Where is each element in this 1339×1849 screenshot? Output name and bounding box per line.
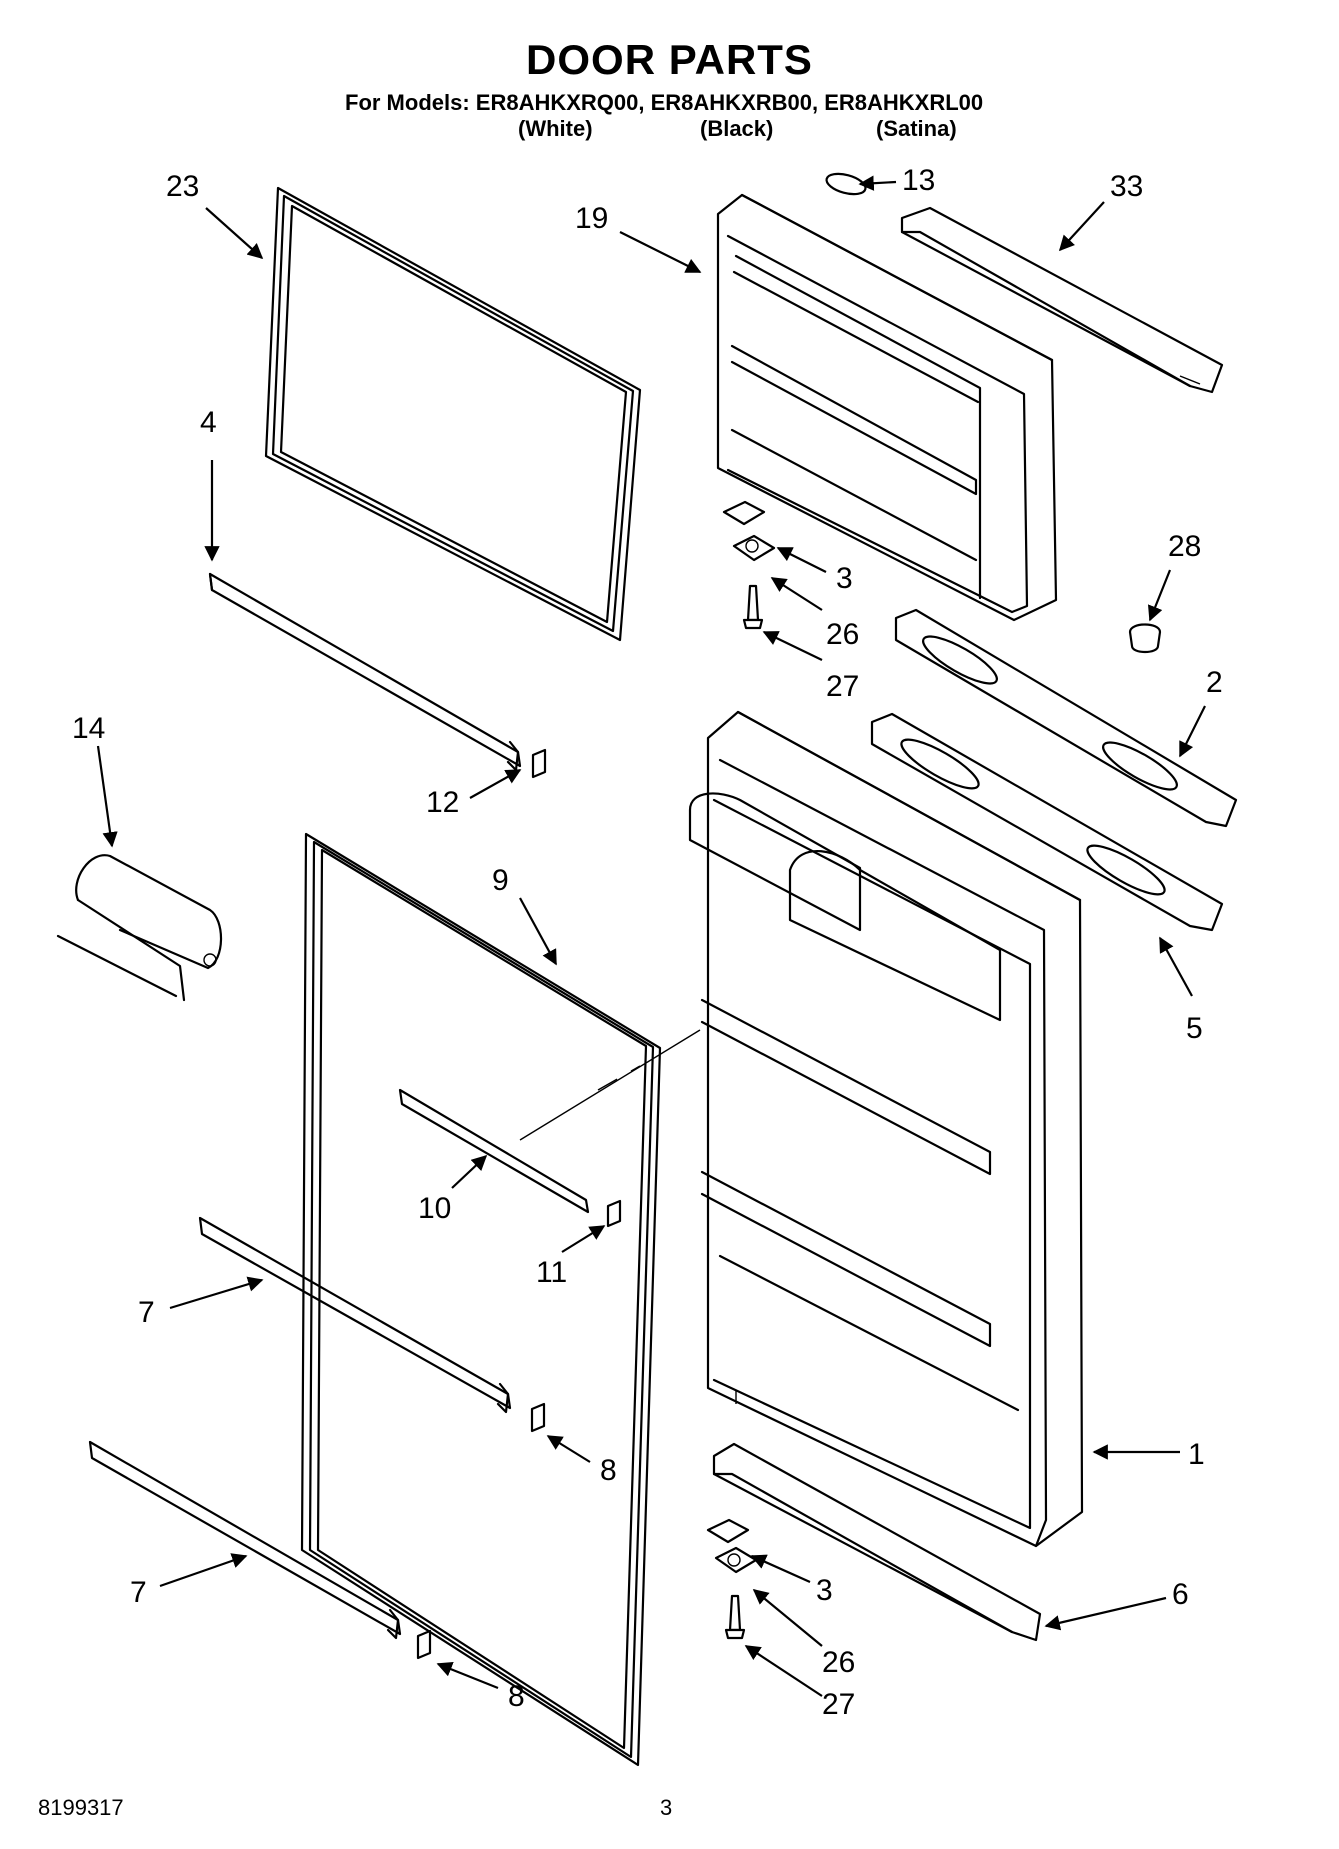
part-3-26-27-lower-hinge <box>706 1518 758 1640</box>
part-33-handle-trim <box>900 206 1224 394</box>
callout-26-lower: 26 <box>822 1646 855 1679</box>
part-1-fresh-food-door <box>688 710 1084 1548</box>
part-7-door-trim-upper <box>198 1216 512 1414</box>
part-8-end-cap-upper <box>530 1402 546 1433</box>
callout-8-lower: 8 <box>508 1680 525 1713</box>
callout-2: 2 <box>1206 666 1223 699</box>
callout-13: 13 <box>902 164 935 197</box>
callout-10: 10 <box>418 1192 451 1225</box>
callout-4: 4 <box>200 406 217 439</box>
callout-27-upper: 27 <box>826 670 859 703</box>
callout-14: 14 <box>72 712 105 745</box>
callout-28: 28 <box>1168 530 1201 563</box>
callout-27-lower: 27 <box>822 1688 855 1721</box>
callout-labels: 23 19 13 33 4 3 26 27 28 2 14 12 9 5 10 … <box>72 164 1223 1721</box>
variant-black: (Black) <box>700 116 774 141</box>
callout-12: 12 <box>426 786 459 819</box>
callout-1: 1 <box>1188 1438 1205 1471</box>
part-14-dairy-door <box>56 854 223 1002</box>
part-8-end-cap-lower <box>416 1629 432 1660</box>
part-5-door-handle <box>870 712 1224 932</box>
part-23-freezer-gasket <box>264 186 642 642</box>
part-3-26-27-upper-hinge <box>722 500 776 630</box>
callout-19: 19 <box>575 202 608 235</box>
callout-33: 33 <box>1110 170 1143 203</box>
part-9-fresh-food-gasket <box>300 832 701 1767</box>
callout-26-upper: 26 <box>826 618 859 651</box>
models-line: For Models: ER8AHKXRQ00, ER8AHKXRB00, ER… <box>345 90 984 115</box>
part-28-plug <box>1128 623 1162 654</box>
part-12-trim-end-cap <box>531 748 547 779</box>
leader-lines <box>96 175 1206 1697</box>
variant-satina: (Satina) <box>876 116 957 141</box>
part-4-freezer-door-trim <box>208 572 522 772</box>
part-2-door-handle <box>894 608 1238 828</box>
callout-8-upper: 8 <box>600 1454 617 1487</box>
callout-7-upper: 7 <box>138 1296 155 1329</box>
callout-3-upper: 3 <box>836 562 853 595</box>
variant-white: (White) <box>518 116 593 141</box>
callout-3-lower: 3 <box>816 1574 833 1607</box>
callout-23: 23 <box>166 170 199 203</box>
page-title: DOOR PARTS <box>526 36 813 83</box>
page-number: 3 <box>660 1795 673 1820</box>
doc-number: 8199317 <box>38 1795 124 1820</box>
callout-11: 11 <box>536 1256 567 1289</box>
callout-5: 5 <box>1186 1012 1203 1045</box>
callout-9: 9 <box>492 864 509 897</box>
part-10-trim <box>398 1088 590 1214</box>
callout-7-lower: 7 <box>130 1576 147 1609</box>
part-7-door-trim-lower <box>88 1440 402 1640</box>
part-6-bottom-door-trim <box>712 1442 1042 1642</box>
part-11-end-cap <box>606 1199 622 1228</box>
callout-6: 6 <box>1172 1578 1189 1611</box>
part-19-freezer-door-liner <box>716 193 1058 622</box>
